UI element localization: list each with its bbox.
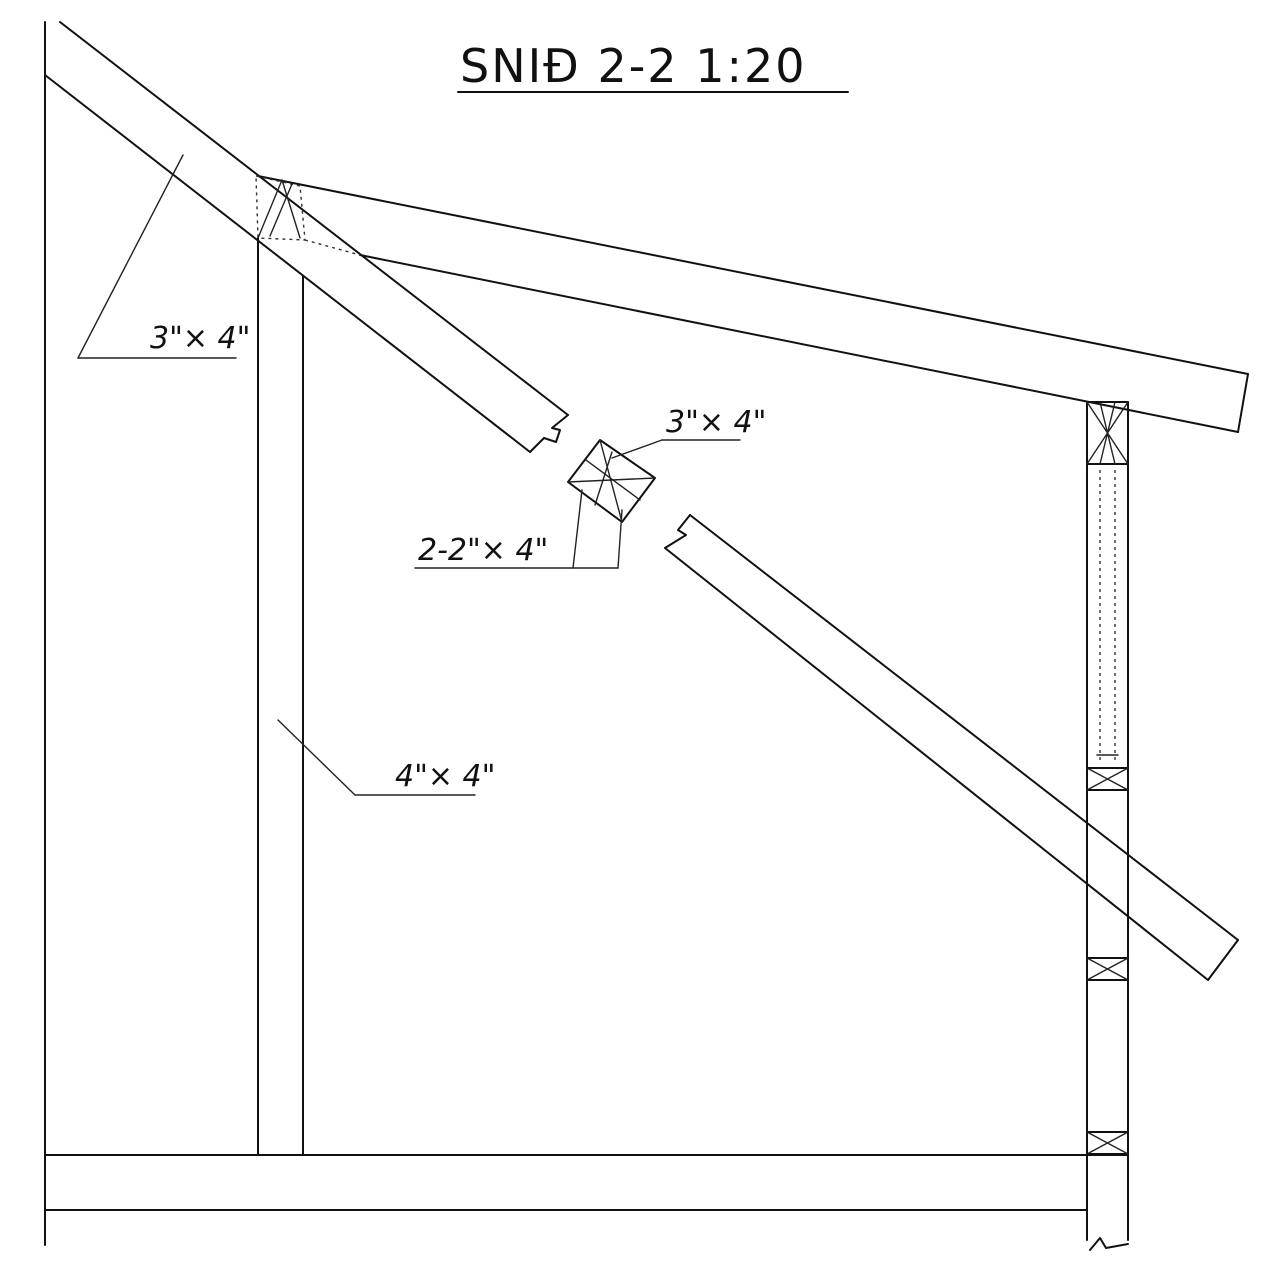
- right-wall: [1086, 401, 1129, 1251]
- label-ridge-block: 3"× 4": [666, 405, 766, 440]
- leader-collar-pair: [414, 489, 623, 569]
- drawing-title: SNIĐ 2-2 1:20: [460, 39, 807, 93]
- left-rafter: [44, 21, 569, 453]
- label-top-left-member: 3"× 4": [150, 321, 250, 356]
- label-post: 4"× 4": [395, 759, 495, 794]
- right-rafter: [664, 514, 1239, 981]
- leader-top-left: [77, 154, 237, 359]
- ridge-block: [567, 439, 656, 523]
- roof-beam: [257, 175, 1249, 433]
- label-collar-pair: 2-2"× 4": [418, 533, 548, 568]
- leader-post: [277, 719, 476, 796]
- leader-ridge-block: [611, 439, 741, 459]
- post: [257, 237, 304, 1156]
- top-junction-block: [255, 175, 361, 256]
- floor-beam: [44, 1154, 1129, 1211]
